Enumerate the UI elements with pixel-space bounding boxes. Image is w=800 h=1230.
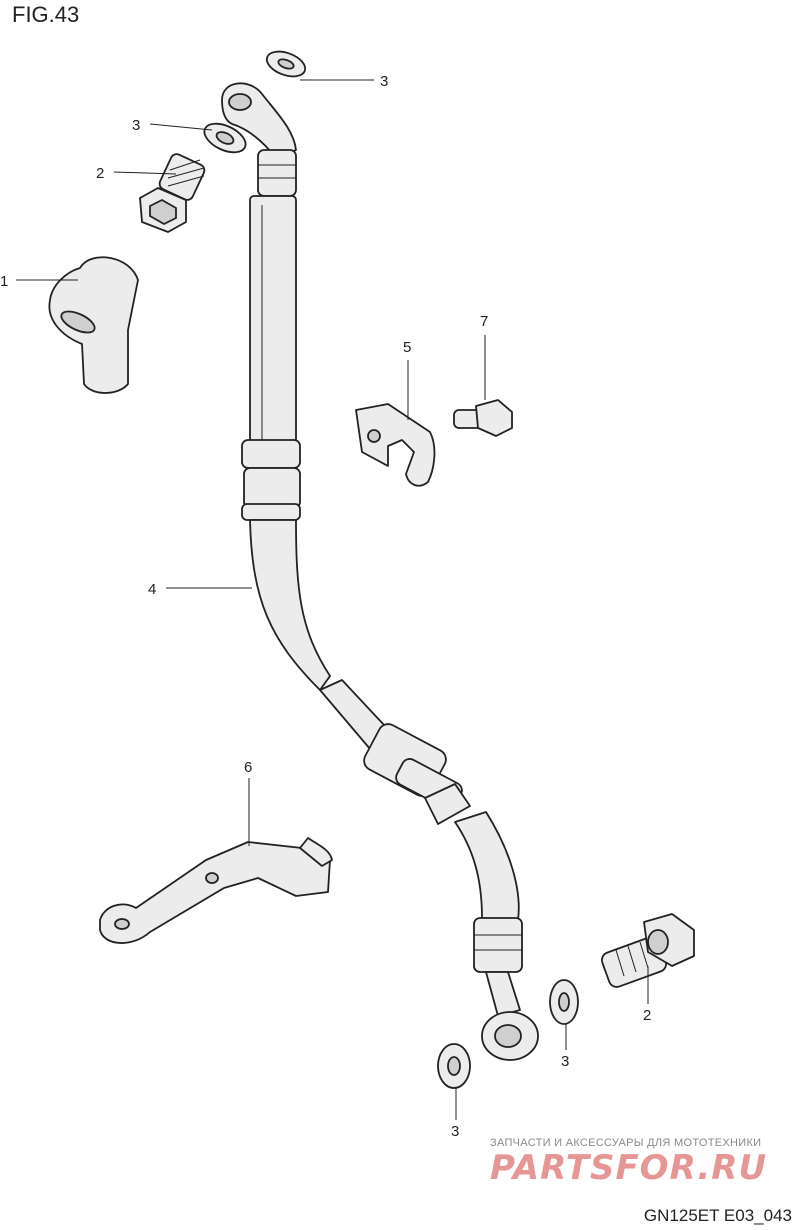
hose-bracket[interactable]: [99, 837, 333, 944]
callout-3-right: 3: [561, 1053, 569, 1070]
callout-2-top: 2: [96, 165, 104, 182]
union-bolt-top[interactable]: [139, 152, 206, 233]
callout-1: 1: [0, 273, 8, 290]
washer-2[interactable]: [200, 118, 250, 158]
callout-7: 7: [480, 313, 488, 330]
callout-6: 6: [244, 759, 252, 776]
union-bolt-bottom[interactable]: [600, 913, 695, 989]
rubber-cap[interactable]: [48, 256, 139, 394]
figure-title: FIG.43: [12, 2, 80, 27]
callout-4: 4: [148, 581, 156, 598]
callout-5: 5: [403, 339, 411, 356]
leader-lines: [16, 79, 649, 1120]
washer-3[interactable]: [549, 979, 579, 1025]
washer-4[interactable]: [437, 1043, 471, 1089]
clamp-bolt[interactable]: [453, 399, 513, 437]
brake-hose[interactable]: [221, 82, 539, 1061]
callout-labels: 3 3 2 1 7 5 4 6 2 3 3: [0, 73, 651, 1140]
callout-2-bottom: 2: [643, 1007, 651, 1024]
drawing-code: GN125ET E03_043: [643, 1206, 792, 1225]
callout-3-left: 3: [132, 117, 140, 134]
watermark-caption: ЗАПЧАСТИ И АКСЕССУАРЫ ДЛЯ МОТОТЕХНИКИ: [490, 1137, 762, 1149]
callout-3-top: 3: [380, 73, 388, 90]
hose-clamp[interactable]: [355, 403, 436, 487]
watermark-logo: PARTSFOR.RU: [490, 1148, 768, 1188]
washer-1[interactable]: [263, 47, 308, 81]
callout-3-bottom: 3: [451, 1123, 459, 1140]
